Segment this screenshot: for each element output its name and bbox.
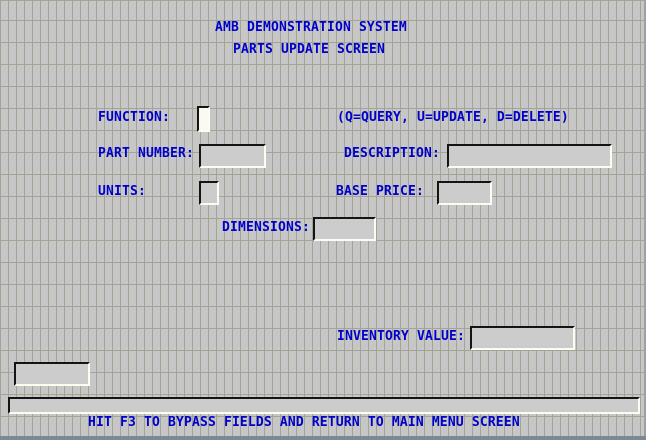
window-bottom-edge xyxy=(0,436,646,440)
base-price-input[interactable] xyxy=(437,181,492,205)
window-right-edge xyxy=(644,0,646,440)
base-price-label: BASE PRICE: xyxy=(336,184,424,199)
dimensions-input[interactable] xyxy=(313,217,376,241)
system-title: AMB DEMONSTRATION SYSTEM xyxy=(215,20,407,35)
description-input[interactable] xyxy=(447,144,612,168)
description-label: DESCRIPTION: xyxy=(344,146,440,161)
dimensions-label: DIMENSIONS: xyxy=(222,220,310,235)
units-label: UNITS: xyxy=(98,184,146,199)
function-label: FUNCTION: xyxy=(98,110,170,125)
footer-instruction: HIT F3 TO BYPASS FIELDS AND RETURN TO MA… xyxy=(88,415,520,430)
message-field[interactable] xyxy=(8,397,640,414)
units-input[interactable] xyxy=(199,181,219,205)
function-input[interactable] xyxy=(197,106,210,132)
inventory-value-input[interactable] xyxy=(470,326,575,350)
part-number-input[interactable] xyxy=(199,144,266,168)
inventory-value-label: INVENTORY VALUE: xyxy=(337,329,465,344)
part-number-label: PART NUMBER: xyxy=(98,146,194,161)
function-hint: (Q=QUERY, U=UPDATE, D=DELETE) xyxy=(337,110,569,125)
status-input[interactable] xyxy=(14,362,90,386)
screen-title: PARTS UPDATE SCREEN xyxy=(233,42,385,57)
